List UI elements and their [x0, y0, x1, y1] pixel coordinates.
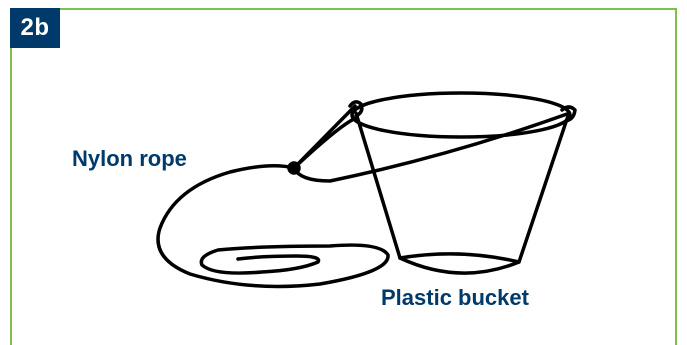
plastic-bucket [348, 91, 577, 275]
bucket-handle-hook-right [560, 105, 577, 123]
plastic-bucket-label: Plastic bucket [381, 285, 529, 310]
bucket-body [354, 111, 570, 275]
nylon-rope [156, 104, 569, 289]
nylon-rope-label: Nylon rope [72, 146, 187, 171]
rope-loose-loop [156, 164, 390, 289]
figure-tag: 2b [10, 8, 60, 48]
bucket-handle-hook-left [348, 100, 364, 118]
rope-to-right-hook [292, 112, 569, 183]
rope-to-left-rim [292, 116, 358, 170]
bucket-bottom [398, 252, 521, 264]
bucket-rim [350, 91, 572, 139]
